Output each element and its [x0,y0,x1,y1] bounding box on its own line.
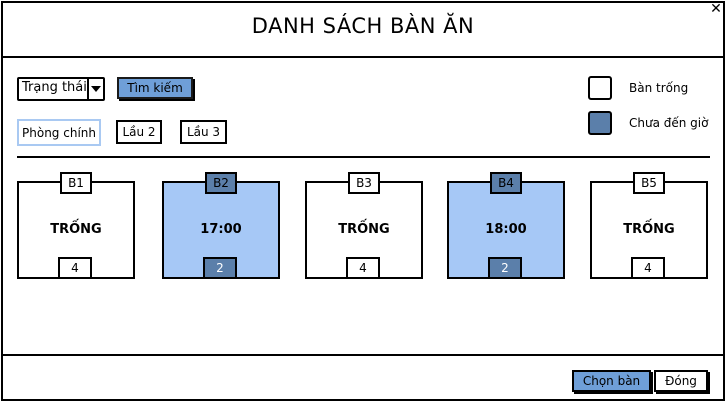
footer-divider [1,354,725,357]
status-select-toggle[interactable] [87,77,105,101]
table-seats-tag: 4 [58,257,92,279]
dialog-title: DANH SÁCH BÀN ĂN [251,14,475,38]
table-status: 17:00 [200,222,242,237]
tab-phong-chinh[interactable]: Phòng chính [17,119,101,146]
status-select-label: Trạng thái [22,80,87,95]
table-seats-tag: 2 [203,257,237,279]
choose-table-button[interactable]: Chọn bàn [572,370,651,392]
table-status: TRỐNG [338,222,390,237]
table-status: TRỐNG [623,222,675,237]
table-seats-tag: 4 [346,257,380,279]
legend-empty-label: Bàn trống [629,81,689,95]
divider [17,156,710,158]
status-select[interactable] [17,77,105,101]
legend-empty-swatch [588,76,612,100]
tab-lau-3[interactable]: Lầu 3 [180,120,227,144]
table-status: TRỐNG [50,222,102,237]
table-id-tag: B4 [490,172,522,194]
title-bar [1,1,725,58]
table-id-tag: B1 [60,172,92,194]
table-status: 18:00 [485,222,527,237]
table-id-tag: B5 [633,172,665,194]
chevron-down-icon [91,86,101,92]
table-id-tag: B2 [205,172,237,194]
search-button[interactable]: Tìm kiếm [117,77,193,99]
close-icon[interactable]: ✕ [710,1,722,17]
table-id-tag: B3 [348,172,380,194]
table-seats-tag: 4 [631,257,665,279]
legend-busy-swatch [588,111,612,135]
close-button[interactable]: Đóng [654,370,708,392]
tab-lau-2[interactable]: Lầu 2 [116,120,162,144]
legend-busy-label: Chưa đến giờ [629,116,709,130]
table-seats-tag: 2 [488,257,522,279]
